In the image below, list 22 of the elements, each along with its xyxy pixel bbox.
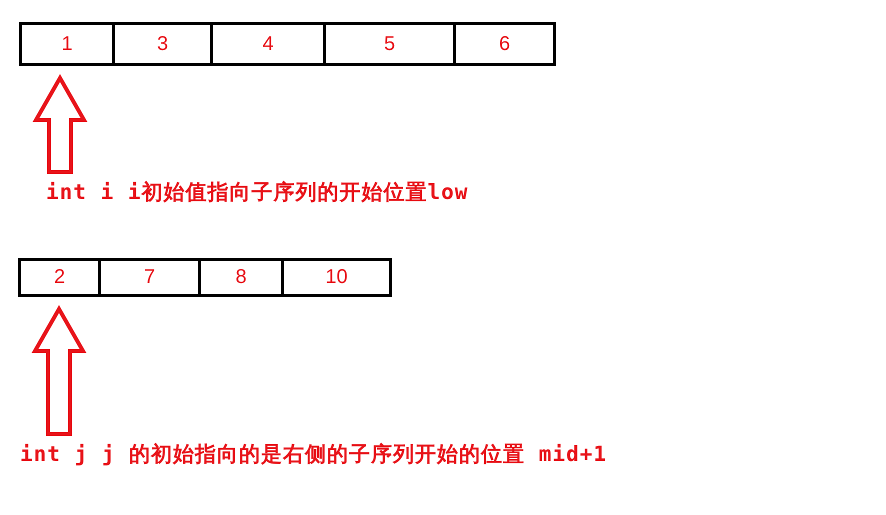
array-cell xyxy=(453,22,556,66)
cell-value: 7 xyxy=(144,266,156,289)
array-cell xyxy=(210,22,326,66)
cell-value: 6 xyxy=(498,32,510,56)
array-cell xyxy=(18,258,101,297)
array-cell xyxy=(98,258,201,297)
cell-value: 5 xyxy=(384,32,396,56)
cell-value: 4 xyxy=(262,32,274,56)
cell-value: 2 xyxy=(54,266,66,289)
array-cell xyxy=(19,22,115,66)
cell-value: 8 xyxy=(235,266,247,289)
cell-value: 3 xyxy=(156,32,168,56)
block-arrow xyxy=(32,304,86,436)
annotation-text: int j j 的初始指向的是右侧的子序列开始的位置 mid+1 xyxy=(20,440,608,468)
cell-value: 10 xyxy=(325,266,348,289)
array-cell xyxy=(198,258,284,297)
annotation-text: int i i初始值指向子序列的开始位置low xyxy=(46,178,468,206)
cell-value: 1 xyxy=(61,32,73,56)
array-cell xyxy=(112,22,213,66)
array-cell xyxy=(323,22,456,66)
array-cell xyxy=(281,258,392,297)
block-arrow xyxy=(32,74,88,174)
